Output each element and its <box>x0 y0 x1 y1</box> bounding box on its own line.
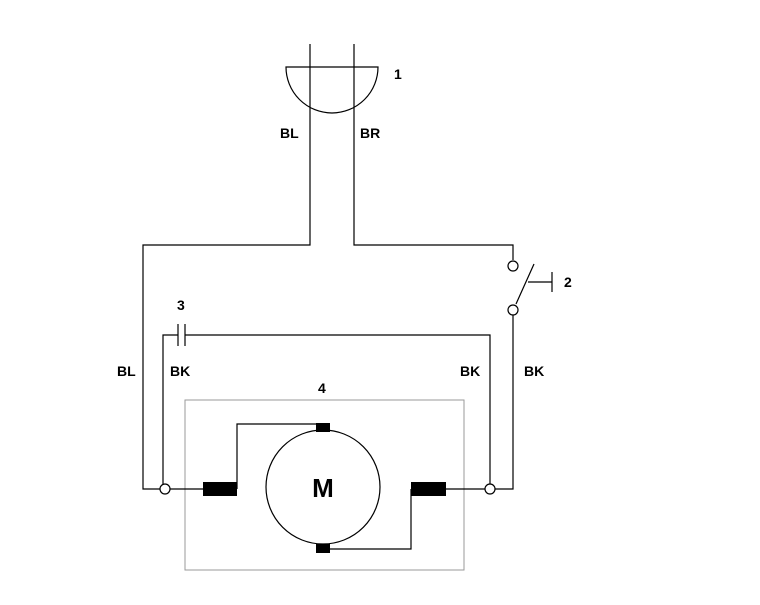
wire-label-bk-cap-right: BK <box>460 363 480 379</box>
switch-terminal-bottom <box>507 304 519 316</box>
terminal-right <box>484 483 496 495</box>
wire-label-bk-cap-left: BK <box>170 363 190 379</box>
switch-terminal-top <box>507 260 519 272</box>
capacitor-number-label: 3 <box>177 297 185 313</box>
wire-br-main <box>353 112 514 260</box>
wire-label-br-top: BR <box>360 125 380 141</box>
motor-brush-top <box>316 423 330 432</box>
motor-unit-box <box>184 399 465 571</box>
motor-brush-bottom <box>316 544 330 553</box>
wire-label-bl-top: BL <box>280 125 299 141</box>
field-winding-right <box>411 482 446 496</box>
wire-brush-bottom-to-winding-right <box>330 489 412 550</box>
wire-label-bk-right: BK <box>524 363 544 379</box>
switch-blade <box>515 263 535 305</box>
terminal-left <box>159 483 171 495</box>
wire-bl-main <box>142 112 311 490</box>
wire-cap-left <box>162 334 178 484</box>
wire-label-bl-left: BL <box>117 363 136 379</box>
capacitor <box>177 324 186 346</box>
plug-number-label: 1 <box>394 66 402 82</box>
wire-cap-right <box>185 334 491 484</box>
switch-number-label: 2 <box>564 274 572 290</box>
plug-body <box>285 66 379 114</box>
wire-bk-right <box>495 315 514 490</box>
motor-unit-number-label: 4 <box>318 380 326 396</box>
wire-winding-left-to-brush-top <box>236 423 318 489</box>
motor-letter: M <box>312 473 334 503</box>
field-winding-left <box>203 482 237 496</box>
switch <box>507 260 553 316</box>
plug <box>285 44 379 114</box>
